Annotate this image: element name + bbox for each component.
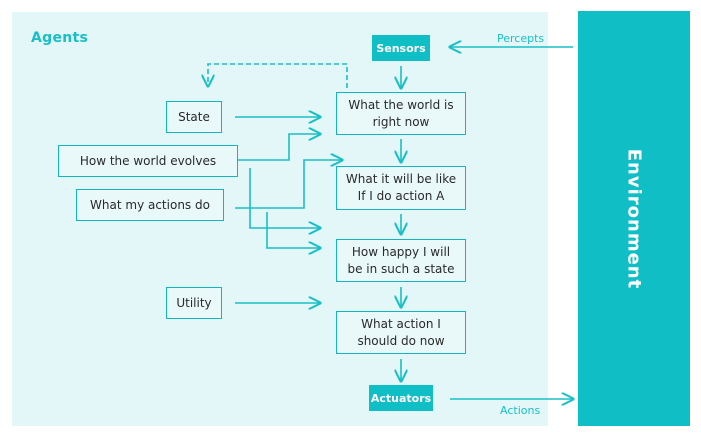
utility-box: Utility — [166, 287, 222, 319]
what-action-line-1: What action I — [361, 316, 441, 331]
agents-label: Agents — [31, 30, 89, 46]
world-now-line-1: What the world is — [348, 97, 454, 112]
will-be-like-box: What it will be like If I do action A — [336, 166, 466, 210]
evolves-to-happy-arrow — [249, 168, 320, 228]
what-action-box: What action I should do now — [336, 311, 466, 354]
evolves-to-world-arrow — [238, 134, 320, 161]
what-action-line-2: should do now — [357, 333, 445, 348]
sensors-node: Sensors — [372, 35, 430, 61]
world-now-line-2: right now — [372, 114, 430, 129]
how-happy-line-1: How happy I will — [351, 244, 451, 259]
actions-do-to-happy-arrow — [266, 212, 320, 248]
actions-do-to-will-be-arrow — [235, 160, 342, 209]
world-now-box: What the world is right now — [336, 92, 466, 135]
world-to-state-dashed-arrow — [208, 63, 348, 88]
will-be-like-line-1: What it will be like — [345, 172, 457, 186]
will-be-like-line-2: If I do action A — [357, 189, 445, 203]
how-happy-box: How happy I will be in such a state — [336, 239, 466, 282]
state-box: State — [166, 101, 222, 133]
actuators-node: Actuators — [369, 385, 433, 411]
environment-panel: Environment — [578, 11, 690, 426]
how-world-evolves-box: How the world evolves — [58, 145, 238, 177]
percepts-label: Percepts — [497, 32, 545, 45]
how-happy-line-2: be in such a state — [347, 261, 455, 276]
actions-label: Actions — [500, 404, 541, 417]
what-my-actions-do-box: What my actions do — [76, 189, 224, 221]
